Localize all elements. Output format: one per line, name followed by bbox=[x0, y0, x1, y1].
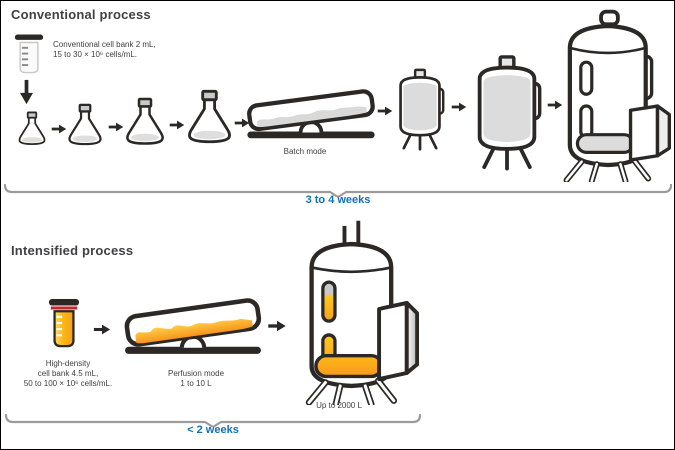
large-bioreactor-icon bbox=[305, 220, 419, 405]
perfusion-label-line-2: 1 to 10 L bbox=[180, 379, 212, 388]
flask-icon bbox=[18, 111, 46, 145]
cell-bank-line-2: 15 to 30 × 10⁶ cells/mL. bbox=[53, 50, 138, 59]
timeline-bracket bbox=[4, 413, 422, 427]
timeline-bracket bbox=[3, 183, 673, 197]
perfusion-label-line-1: Perfusion mode bbox=[167, 369, 225, 378]
rocker-bioreactor-icon bbox=[247, 89, 375, 139]
high-density-vial-icon bbox=[48, 298, 80, 348]
hd-cell-bank-line-2: cell bank 4.5 mL, bbox=[37, 369, 99, 378]
conventional-title: Conventional process bbox=[11, 7, 151, 22]
conventional-duration-label: 3 to 4 weeks bbox=[305, 194, 371, 206]
arrow-right-icon bbox=[108, 122, 124, 132]
arrow-right-icon bbox=[377, 106, 393, 116]
arrow-right-icon bbox=[234, 118, 250, 128]
arrow-down-icon bbox=[20, 79, 33, 105]
arrow-right-icon bbox=[268, 320, 286, 332]
rocker-bioreactor-icon bbox=[124, 298, 262, 354]
intensified-title: Intensified process bbox=[11, 243, 134, 258]
hd-cell-bank-line-1: High-density bbox=[45, 359, 91, 368]
arrow-right-icon bbox=[547, 100, 563, 110]
flask-icon bbox=[126, 97, 164, 145]
cell-bank-line-1: Conventional cell bank 2 mL, bbox=[53, 40, 156, 49]
flask-icon bbox=[188, 89, 231, 144]
hd-cell-bank-line-3: 50 to 100 × 10⁶ cells/mL. bbox=[23, 379, 113, 388]
arrow-right-icon bbox=[169, 120, 185, 130]
perfusion-mode-label: Perfusion mode 1 to 10 L bbox=[136, 369, 256, 389]
batch-mode-label: Batch mode bbox=[283, 147, 327, 156]
conventional-cell-bank-label: Conventional cell bank 2 mL, 15 to 30 × … bbox=[53, 40, 156, 60]
flask-icon bbox=[68, 103, 102, 146]
stirred-tank-icon bbox=[477, 55, 542, 171]
large-bioreactor-icon bbox=[563, 9, 671, 182]
vial-icon bbox=[14, 34, 44, 74]
high-density-cell-bank-label: High-density cell bank 4.5 mL, 50 to 100… bbox=[7, 359, 129, 389]
intensified-duration-label: < 2 weeks bbox=[187, 424, 239, 436]
arrow-right-icon bbox=[451, 102, 467, 112]
bioreactor-capacity-label: Up to 2000 L bbox=[316, 401, 362, 410]
arrow-right-icon bbox=[51, 124, 67, 134]
stirred-tank-icon bbox=[399, 68, 445, 151]
arrow-right-icon bbox=[93, 324, 111, 335]
